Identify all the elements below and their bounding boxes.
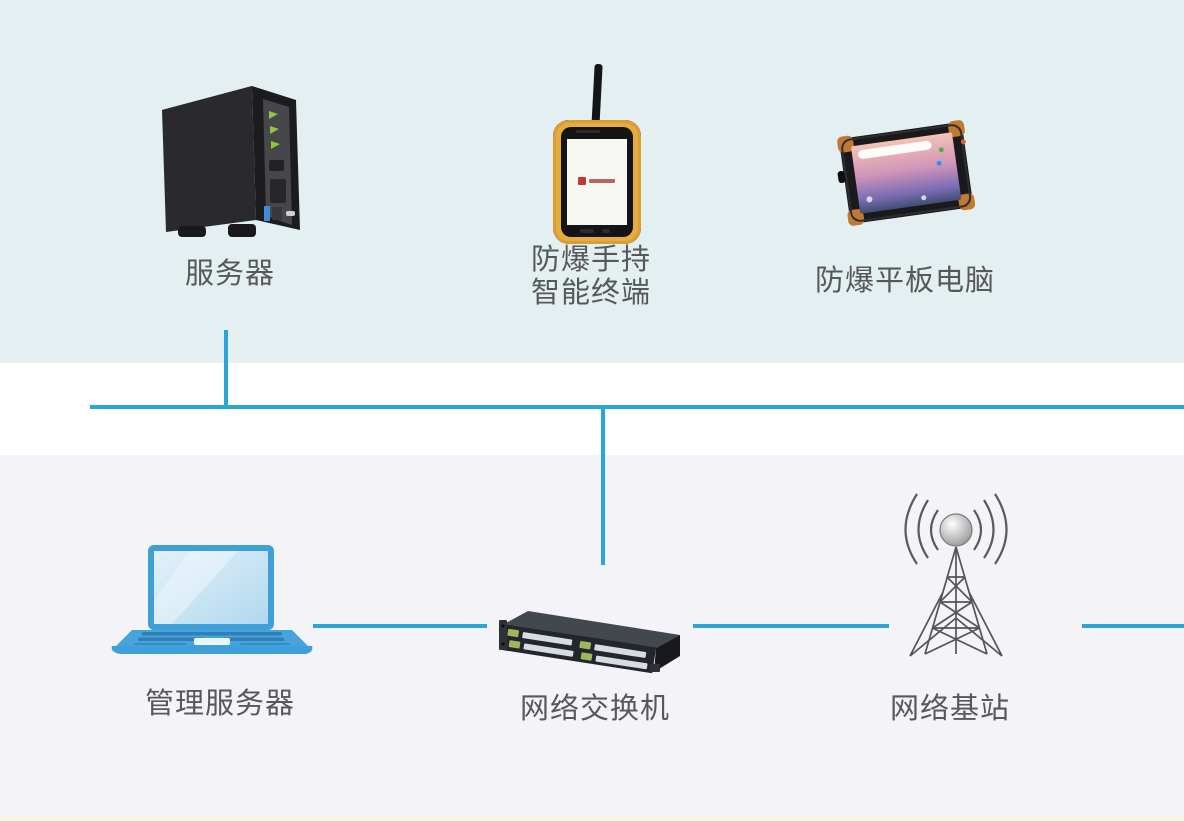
connector-horizontal-bus — [90, 405, 1184, 409]
nas-server-icon — [162, 86, 300, 237]
rack-switch-icon — [499, 611, 680, 674]
connector-tower-right-edge — [1082, 624, 1184, 628]
handheld-screen-logo — [578, 177, 615, 185]
connector-server-drop — [224, 330, 228, 409]
radio-tower-icon — [904, 493, 1008, 657]
label-base-station: 网络基站 — [889, 693, 1010, 725]
signal-arcs — [904, 493, 1008, 565]
antenna — [591, 63, 603, 129]
laptop-screen — [154, 551, 268, 624]
rugged-handheld-icon — [553, 63, 641, 244]
laptop-touchpad — [194, 638, 230, 645]
background-band-middle — [0, 363, 1184, 455]
server-power-button — [264, 206, 270, 221]
switch-ports-row1 — [507, 628, 647, 658]
rugged-tablet-icon — [837, 120, 976, 226]
label-server: 服务器 — [184, 258, 275, 290]
label-handheld-terminal: 防爆手持 智能终端 — [531, 244, 652, 310]
label-network-switch: 网络交换机 — [519, 693, 670, 725]
server-led-lights — [269, 111, 280, 149]
laptop-icon — [111, 545, 313, 654]
label-tablet: 防爆平板电脑 — [815, 265, 996, 297]
connector-switch-drop — [601, 409, 605, 565]
label-handheld-line2: 智能终端 — [531, 277, 652, 309]
tower-antenna-ball — [939, 513, 973, 547]
switch-rack-ear — [499, 620, 507, 650]
tablet-search-bar — [858, 140, 932, 159]
tower-lattice — [909, 546, 1003, 657]
background-footer-strip — [0, 816, 1184, 821]
label-management-server: 管理服务器 — [144, 688, 295, 720]
laptop-keyboard — [134, 632, 290, 645]
connector-switch-tower — [693, 624, 889, 628]
label-handheld-line1: 防爆手持 — [531, 244, 652, 276]
switch-ports-row2 — [508, 640, 648, 670]
connector-laptop-switch — [313, 624, 487, 628]
